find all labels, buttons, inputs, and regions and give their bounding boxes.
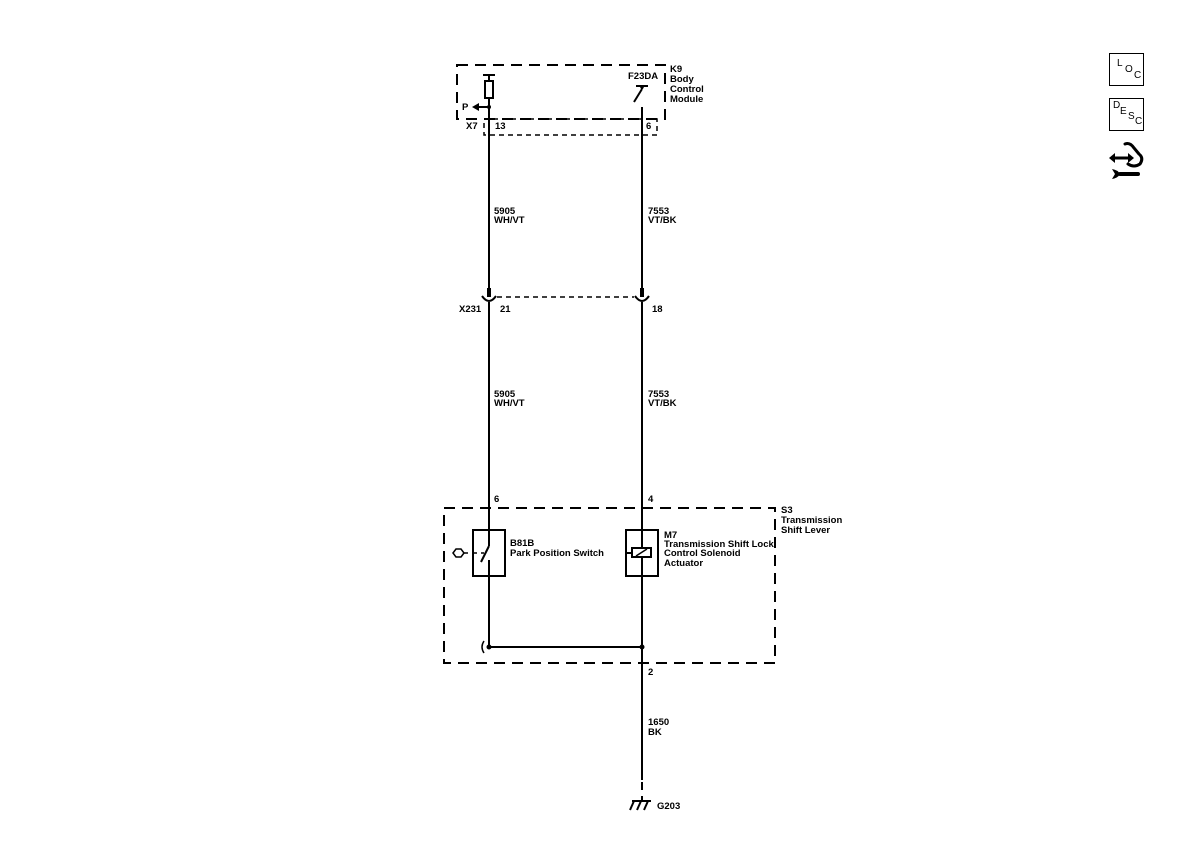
m7-name-1: Transmission Shift Lock (664, 539, 775, 550)
k9-body-control-module[interactable]: K9 Body Control Module (456, 64, 704, 120)
m7-name-2: Control Solenoid (664, 548, 741, 559)
desc-button[interactable]: D E S C (1109, 98, 1144, 131)
desc-letter-d: D (1113, 100, 1121, 111)
m7-ref: M7 (664, 530, 677, 541)
mechanical-link-icon (452, 548, 465, 558)
bcm-pullup-resistor-icon (472, 74, 495, 111)
x231-pin-21: 21 (500, 304, 511, 315)
ground-wire-circuit: 1650 (648, 717, 669, 728)
desc-letter-s: S (1128, 111, 1135, 122)
wire-7553-lower-circuit: 7553 (648, 389, 669, 400)
k9-name-1: Body (670, 74, 694, 85)
x231-label: X231 (459, 304, 482, 315)
fuse-label: F23DA (628, 71, 658, 82)
s3-name-2: Shift Lever (781, 525, 830, 536)
k9-ref: K9 (670, 64, 682, 75)
connector-repair-icon[interactable] (1108, 140, 1150, 186)
s3-pin-4: 4 (648, 494, 654, 505)
wire-7553-upper-color: VT/BK (648, 215, 677, 226)
wire-5905-lower-circuit: 5905 (494, 389, 516, 400)
ground-icon[interactable] (629, 800, 651, 811)
k9-name-2: Control (670, 84, 704, 95)
s3-pin-6: 6 (494, 494, 499, 505)
s3-transmission-shift-lever[interactable]: S3 Transmission Shift Lever (443, 505, 842, 664)
desc-letter-e: E (1120, 106, 1127, 117)
s3-ref: S3 (781, 505, 793, 516)
wire-7553-lower-color: VT/BK (648, 398, 677, 409)
loc-button[interactable]: L O C (1109, 53, 1144, 86)
ground-g203-label: G203 (657, 801, 680, 812)
x7-connector (483, 118, 658, 136)
wire-5905-upper-circuit: 5905 (494, 206, 516, 217)
b81b-park-position-switch[interactable] (452, 529, 506, 577)
x7-label: X7 (466, 121, 478, 132)
loc-letter-c: C (1134, 70, 1142, 81)
loc-letter-l: L (1117, 58, 1123, 69)
p-label: P (462, 102, 469, 113)
m7-shift-lock-solenoid[interactable] (625, 529, 659, 577)
x231-connector[interactable] (481, 288, 650, 302)
desc-letter-c: C (1135, 116, 1143, 127)
k9-name-3: Module (670, 94, 703, 105)
s3-name-1: Transmission (781, 515, 842, 526)
s3-pin-2: 2 (648, 667, 653, 678)
wire-5905-upper-color: WH/VT (494, 215, 525, 226)
loc-letter-o: O (1125, 64, 1133, 75)
ground-wire-color: BK (648, 727, 662, 738)
bcm-output-switch-icon: F23DA (628, 71, 658, 119)
x7-pin-13: 13 (495, 121, 506, 132)
x231-pin-18: 18 (652, 304, 663, 315)
wire-7553-upper-circuit: 7553 (648, 206, 669, 217)
x7-pin-6: 6 (646, 121, 651, 132)
b81b-ref: B81B (510, 538, 534, 549)
splice-break-icon (481, 640, 485, 654)
m7-name-3: Actuator (664, 558, 703, 569)
wire-5905-lower-color: WH/VT (494, 398, 525, 409)
b81b-name: Park Position Switch (510, 548, 604, 559)
